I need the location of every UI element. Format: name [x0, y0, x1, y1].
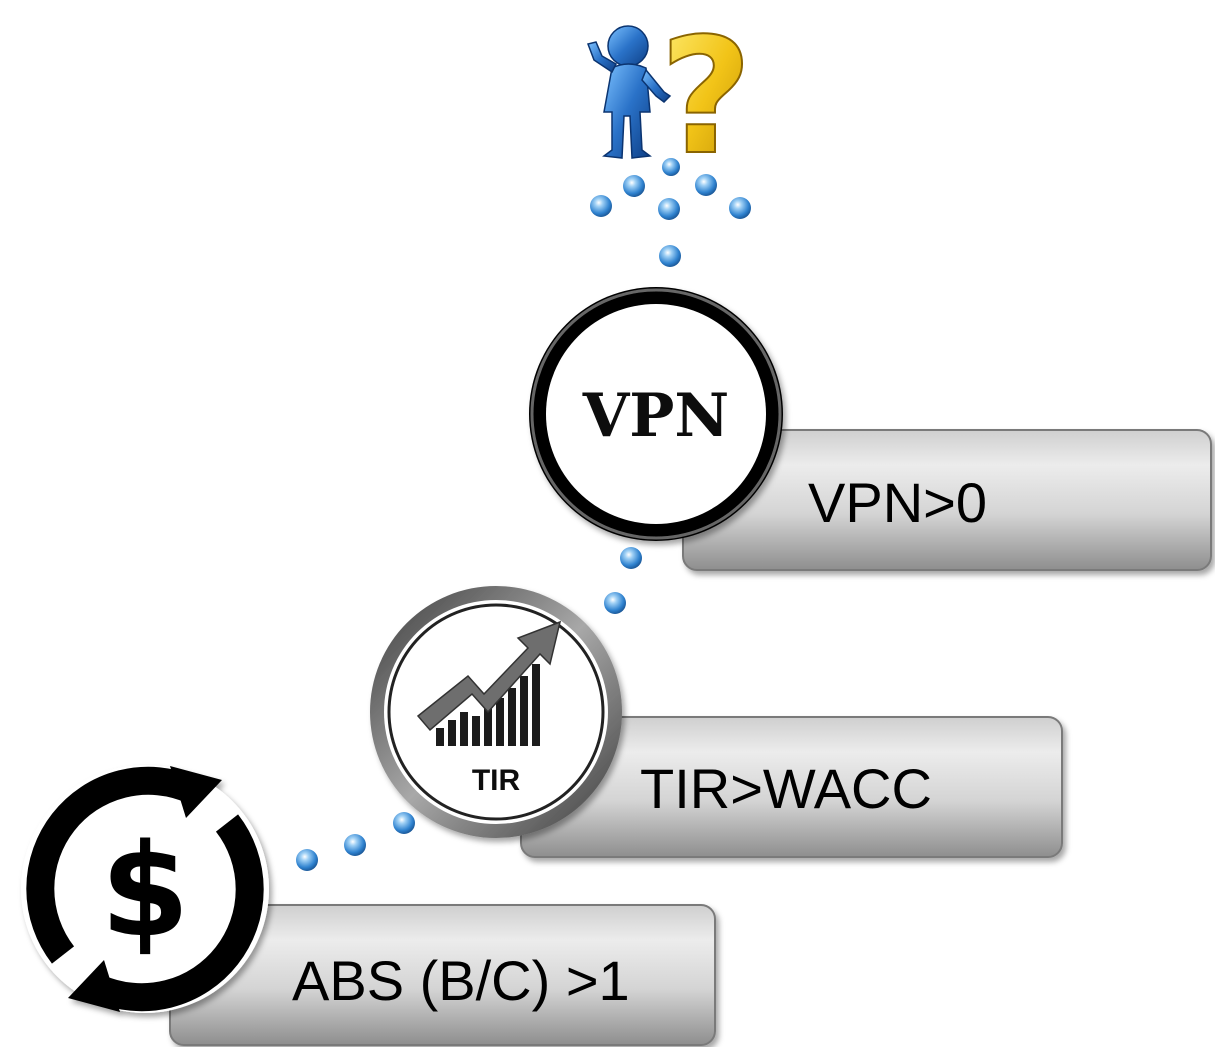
connector-dots: [296, 158, 751, 871]
growth-arrow: [416, 620, 562, 732]
connector-dot: [729, 197, 751, 219]
connector-dot: [658, 198, 680, 220]
connector-dot: [695, 174, 717, 196]
connector-dot: [590, 195, 612, 217]
step-label-abs: ABS (B/C) >1: [292, 949, 630, 1012]
dollar-symbol: $: [100, 817, 189, 966]
step-label-vpn: VPN>0: [808, 471, 987, 534]
dollar-cycle-icon: $: [21, 765, 269, 1013]
connector-dot: [344, 834, 366, 856]
tir-badge-text: TIR: [472, 764, 521, 797]
connector-dot: [662, 158, 680, 176]
connector-dot: [659, 245, 681, 267]
vpn-text-icon: VPN: [529, 287, 783, 541]
connector-dot: [623, 175, 645, 197]
person-question-icon: ?: [587, 2, 753, 191]
connector-dot: [296, 849, 318, 871]
connector-dot: [604, 592, 626, 614]
question-mark-icon: ?: [660, 3, 753, 190]
connector-dot: [620, 547, 642, 569]
person-figure: [587, 25, 672, 159]
chart-bars: [436, 664, 540, 746]
growth-chart-icon: TIR: [370, 586, 622, 838]
vpn-badge-text: VPN: [582, 381, 730, 451]
connector-dot: [393, 812, 415, 834]
step-label-tir: TIR>WACC: [640, 757, 932, 820]
